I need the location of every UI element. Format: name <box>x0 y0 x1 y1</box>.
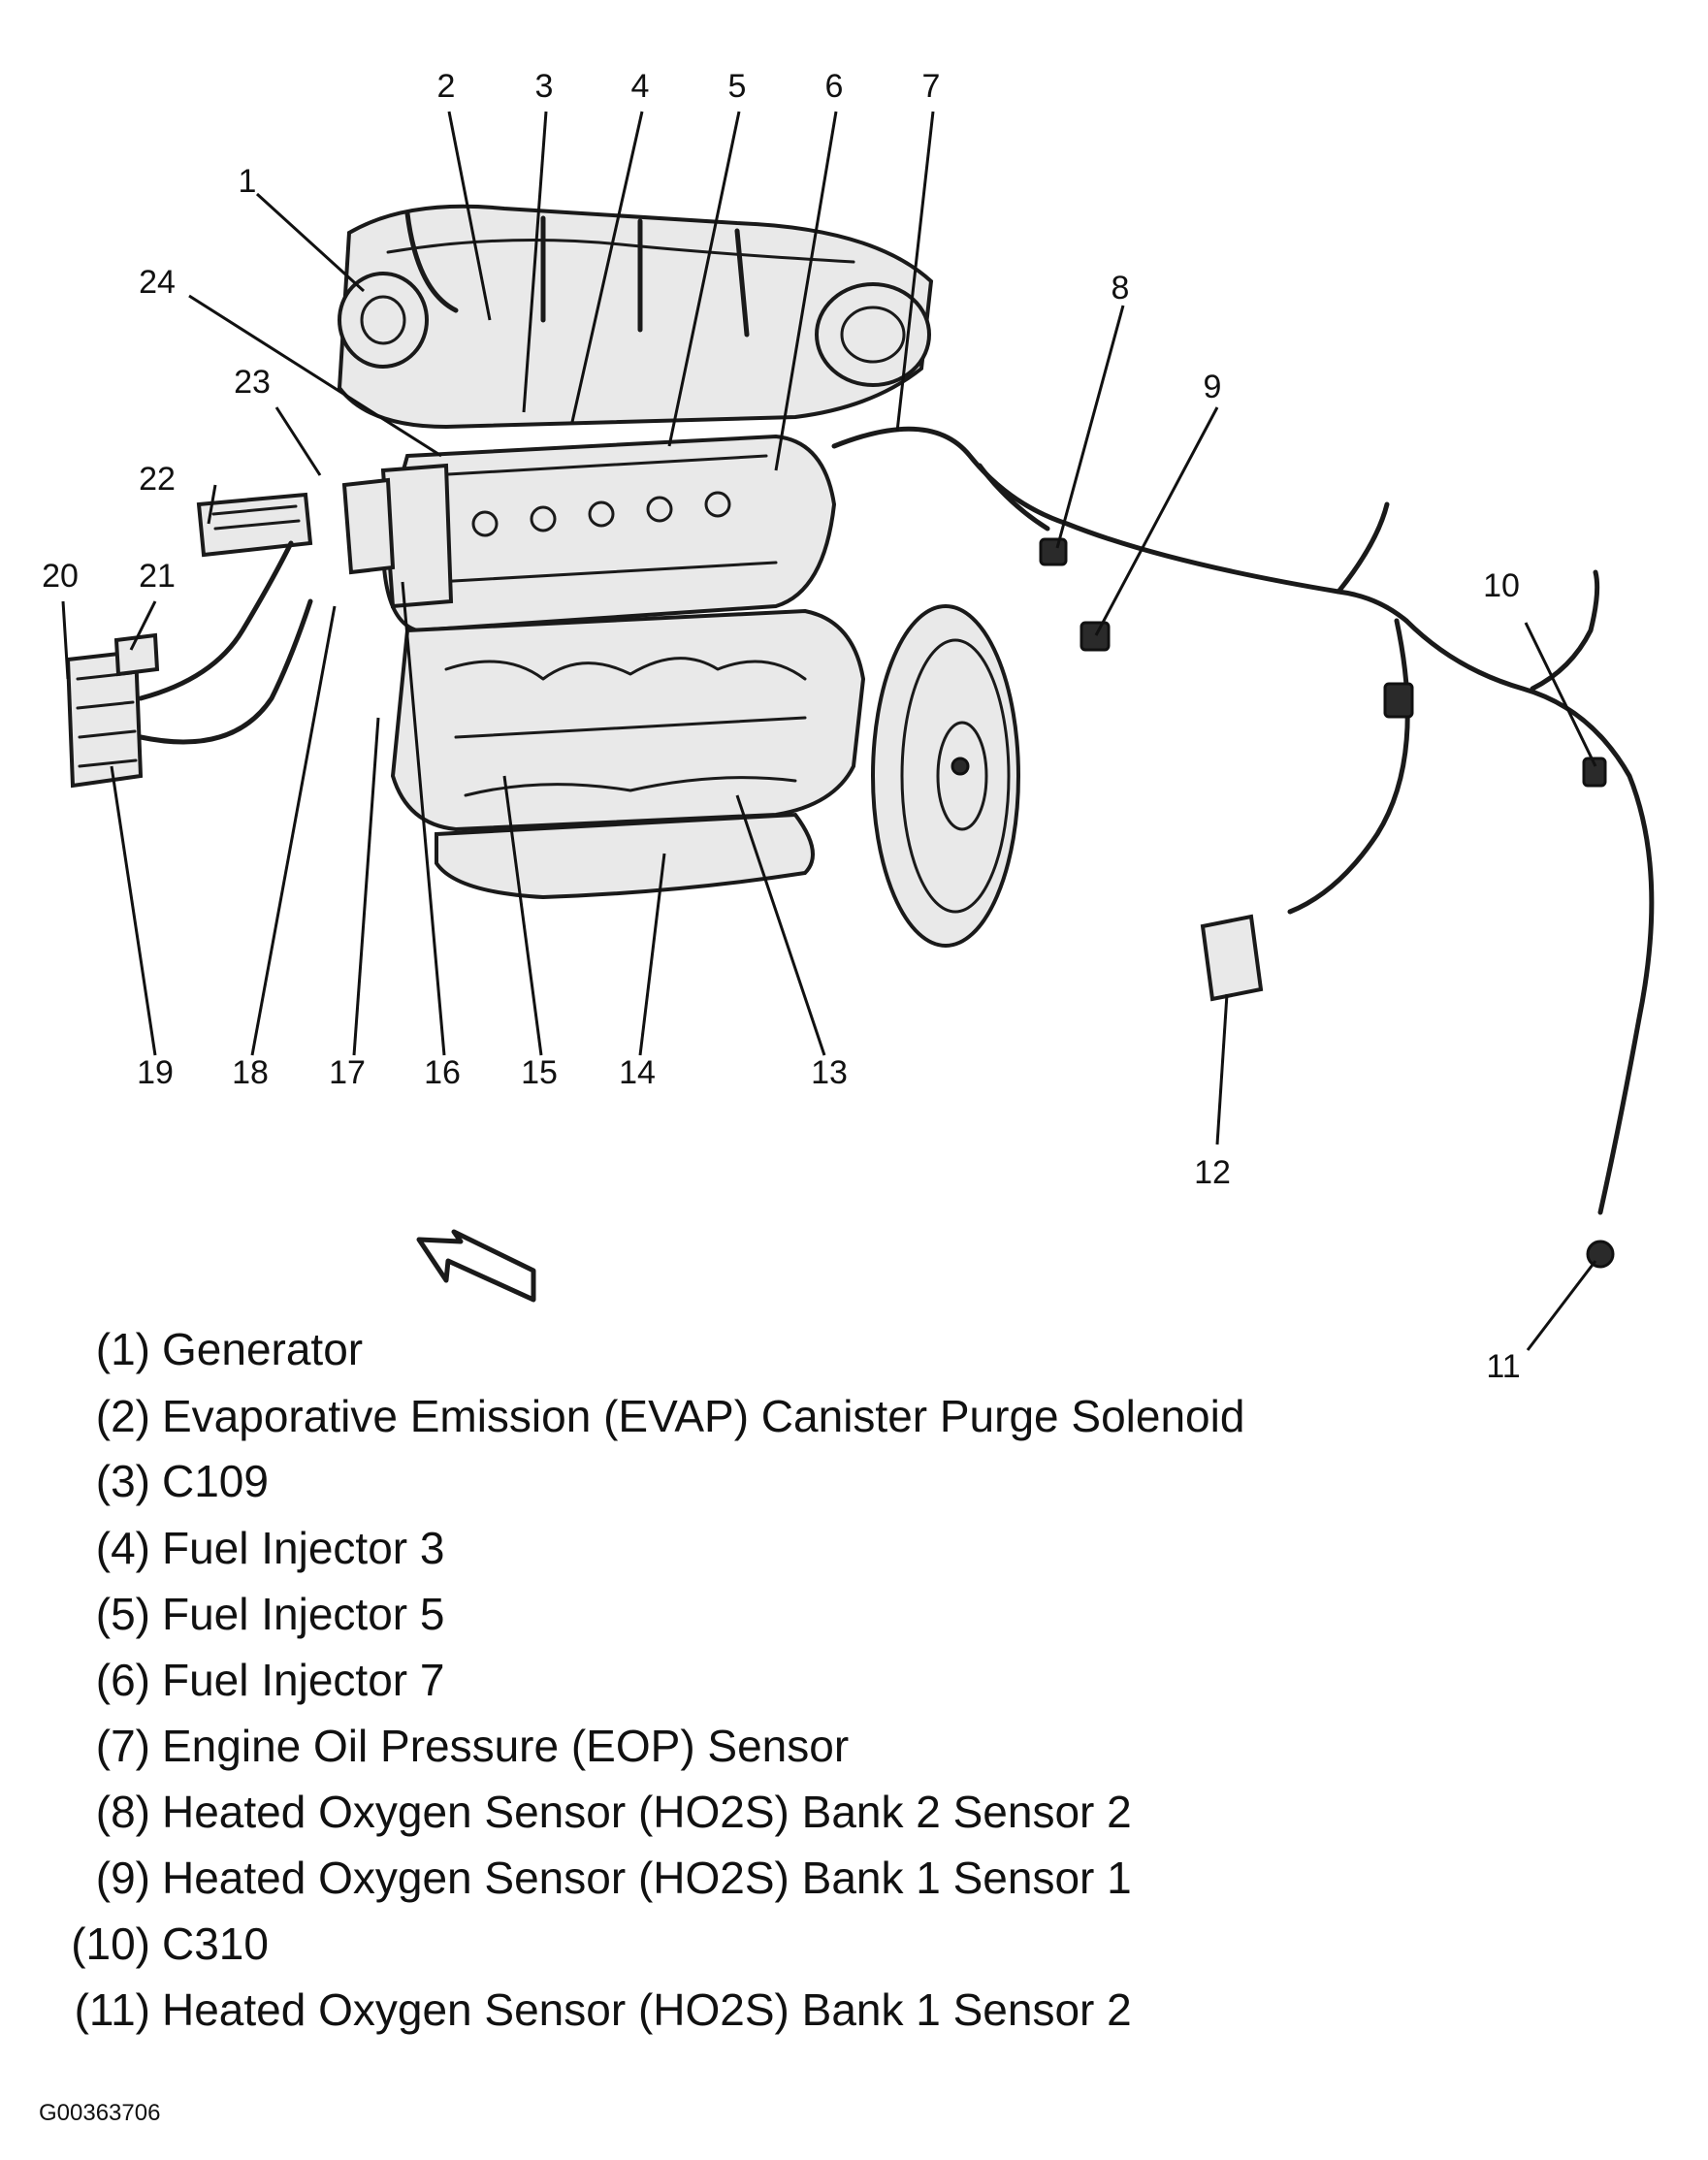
legend-label: C109 <box>162 1456 269 1506</box>
legend-label: Fuel Injector 5 <box>162 1589 445 1639</box>
legend-label: C310 <box>162 1918 269 1969</box>
callout-5: 5 <box>728 68 747 105</box>
legend-number: (8) <box>95 1787 150 1837</box>
legend-label: Heated Oxygen Sensor (HO2S) Bank 1 Senso… <box>162 1984 1132 2035</box>
callout-13: 13 <box>811 1054 848 1091</box>
callout-2: 2 <box>437 68 456 105</box>
legend-label: Evaporative Emission (EVAP) Canister Pur… <box>162 1391 1245 1441</box>
legend-number: (5) <box>95 1589 150 1639</box>
legend-label: Heated Oxygen Sensor (HO2S) Bank 2 Senso… <box>162 1787 1132 1837</box>
callout-4: 4 <box>631 68 650 105</box>
engine-illustration <box>65 204 1655 1303</box>
legend-number: (3) <box>95 1456 150 1506</box>
callout-18: 18 <box>232 1054 269 1091</box>
callout-15: 15 <box>521 1054 558 1091</box>
callout-labels: 1 2 3 4 5 6 7 8 9 10 11 12 13 14 15 16 1… <box>42 68 1521 1385</box>
legend-number: (7) <box>95 1721 150 1771</box>
callout-21: 21 <box>139 558 176 595</box>
legend-label: Heated Oxygen Sensor (HO2S) Bank 1 Senso… <box>162 1853 1132 1903</box>
legend-number: (2) <box>95 1391 150 1441</box>
callout-17: 17 <box>329 1054 366 1091</box>
callout-1: 1 <box>239 163 257 200</box>
legend-number: (11) <box>74 1984 150 2035</box>
leader-lines <box>61 111 1597 1351</box>
callout-7: 7 <box>922 68 941 105</box>
callout-23: 23 <box>234 364 271 401</box>
callout-20: 20 <box>42 558 79 595</box>
figure-id: G00363706 <box>39 2100 161 2126</box>
legend-number: (9) <box>95 1853 150 1903</box>
callout-8: 8 <box>1112 270 1130 306</box>
legend-number: (4) <box>95 1523 150 1573</box>
callout-11: 11 <box>1486 1348 1520 1385</box>
callout-3: 3 <box>535 68 554 105</box>
callout-22: 22 <box>139 461 176 498</box>
callout-12: 12 <box>1194 1154 1231 1191</box>
legend-number: (1) <box>95 1324 150 1374</box>
legend-label: Engine Oil Pressure (EOP) Sensor <box>162 1721 850 1771</box>
legend-label: Generator <box>162 1324 364 1374</box>
legend-label: Fuel Injector 3 <box>162 1523 445 1573</box>
callout-16: 16 <box>424 1054 461 1091</box>
callout-9: 9 <box>1204 369 1222 405</box>
callout-10: 10 <box>1483 567 1520 604</box>
callout-19: 19 <box>137 1054 174 1091</box>
legend-number: (10) <box>71 1918 150 1969</box>
callout-14: 14 <box>619 1054 656 1091</box>
callout-24: 24 <box>139 264 176 301</box>
callout-6: 6 <box>825 68 844 105</box>
legend-label: Fuel Injector 7 <box>162 1655 445 1705</box>
legend-number: (6) <box>95 1655 150 1705</box>
